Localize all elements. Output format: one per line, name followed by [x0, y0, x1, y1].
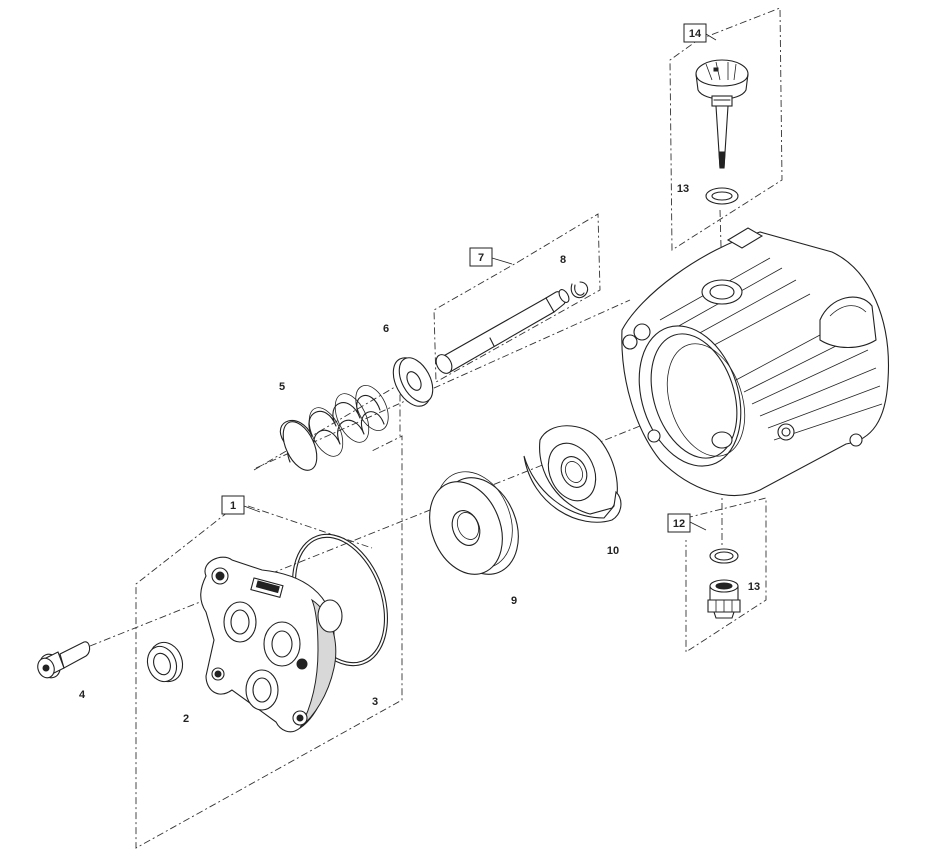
part-10-swash-plate	[523, 425, 622, 523]
callout-1-box	[221, 495, 245, 515]
callout-1: 1	[230, 500, 236, 512]
callout-8: 8	[560, 254, 566, 266]
callout-7-box	[469, 247, 493, 267]
part-4-bolt	[37, 641, 91, 679]
callout-14: 14	[689, 28, 702, 40]
callout-3: 3	[372, 696, 378, 708]
part-5-spring	[279, 385, 389, 471]
callouts: 14 13 7 8 6 5 1 12 10 13 9 4 3 2	[79, 23, 760, 725]
part-7-shaft	[435, 289, 570, 374]
callout-5: 5	[279, 381, 285, 393]
callout-12: 12	[673, 518, 685, 530]
callout-13-bottom: 13	[748, 581, 760, 593]
callout-14-box	[683, 23, 707, 43]
callout-7: 7	[478, 252, 484, 264]
part-6-washer	[392, 357, 434, 407]
part-1-flange	[200, 556, 343, 733]
part-9-ring	[429, 471, 519, 575]
part-14-dipstick	[695, 59, 749, 205]
callout-9: 9	[511, 595, 517, 607]
part-12-drain-plug	[707, 548, 741, 619]
callout-12-box	[667, 513, 691, 533]
callout-6: 6	[383, 323, 389, 335]
callout-2: 2	[183, 713, 189, 725]
callout-4: 4	[79, 689, 86, 701]
callout-13-top: 13	[677, 183, 689, 195]
callout-10: 10	[607, 545, 619, 557]
part-8-snap-ring	[570, 281, 589, 299]
pump-housing	[621, 227, 890, 496]
part-2-seal	[146, 641, 184, 683]
